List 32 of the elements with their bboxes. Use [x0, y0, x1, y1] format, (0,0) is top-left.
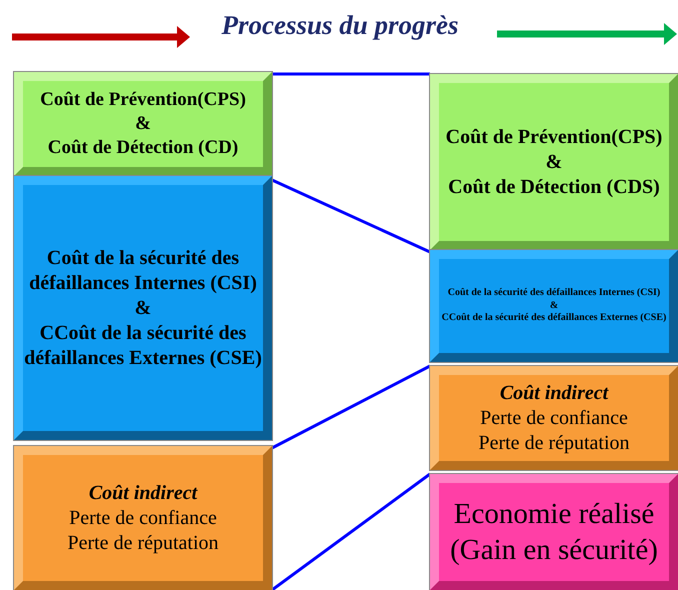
connector-line — [271, 472, 431, 590]
cost-box — [14, 72, 272, 176]
box-text: Perte de confiance — [480, 406, 628, 430]
connector-line — [272, 72, 430, 76]
cost-box — [430, 250, 678, 362]
box-text: & — [550, 300, 558, 312]
cost-box — [14, 176, 272, 440]
cost-box — [430, 366, 678, 470]
connector-line — [271, 178, 431, 254]
box-text: Coût de la sécurité des défaillances Internes (CSI) — [28, 246, 258, 296]
box-text: CCoût de la sécurité des défaillances Externes (CSE) — [23, 320, 263, 370]
box-text: Coût de Détection (CDS) — [448, 174, 660, 200]
box-text: Perte de confiance — [69, 506, 217, 530]
box-text: Coût de la sécurité des défaillances Internes (CSI) — [448, 287, 660, 300]
box-text: Coût de Prévention(CPS) — [40, 88, 246, 112]
box-text: & — [546, 150, 562, 174]
savings-box — [430, 474, 678, 590]
cost-box — [14, 446, 272, 590]
box-heading: Coût indirect — [500, 380, 608, 406]
box-text: CCoût de la sécurité des défaillances Externes (CSE) — [442, 312, 666, 325]
box-text: Coût de Détection (CD) — [48, 136, 238, 160]
box-text: Perte de réputation — [67, 530, 219, 556]
box-text: & — [134, 296, 152, 320]
connector-line — [271, 364, 431, 450]
title: Processus du progrès — [220, 10, 460, 41]
box-heading: Coût indirect — [88, 480, 198, 506]
box-text: Coût de Prévention(CPS) — [446, 124, 662, 150]
cost-box — [430, 74, 678, 250]
box-text: Perte de réputation — [478, 430, 630, 456]
box-text: Economie réalisé — [454, 496, 654, 532]
box-text: (Gain en sécurité) — [450, 533, 658, 568]
box-text: & — [135, 112, 151, 136]
